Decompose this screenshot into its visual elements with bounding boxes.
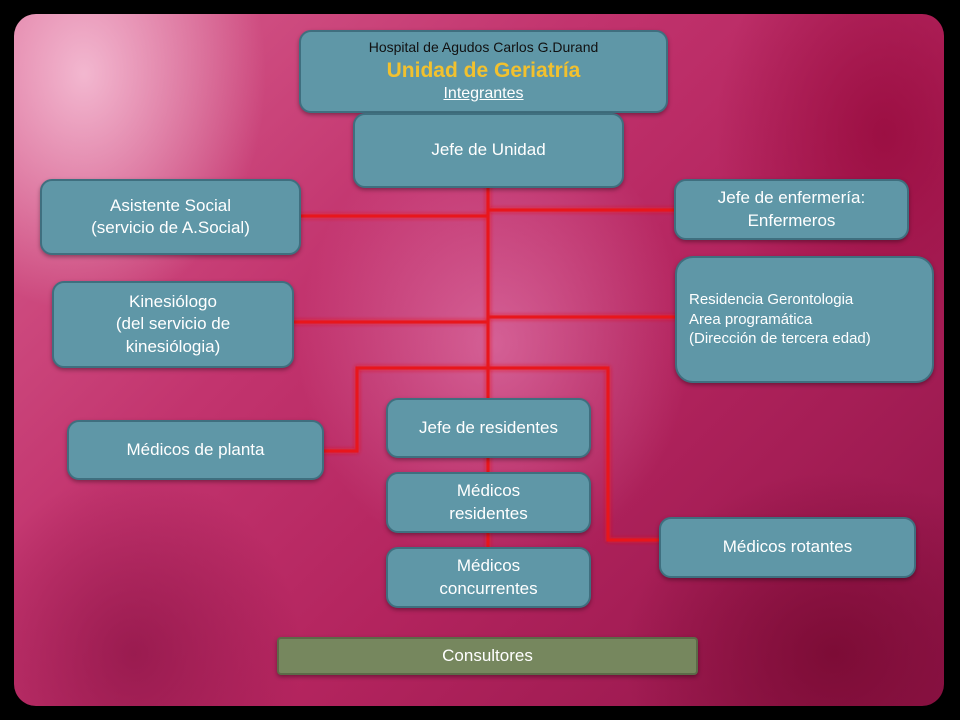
node-residencia-line1: Residencia Gerontologia <box>689 291 854 309</box>
subtitle: Integrantes <box>443 84 524 102</box>
node-medicos-residentes-line2: residentes <box>449 503 528 523</box>
node-jefe-enfermeria: Jefe de enfermería: Enfermeros <box>674 179 909 240</box>
node-medicos-planta: Médicos de planta <box>67 420 324 480</box>
node-jefe-enfermeria-line2: Enfermeros <box>747 210 836 230</box>
node-jefe-residentes-label: Jefe de residentes <box>419 417 558 437</box>
node-asistente-social: Asistente Social (servicio de A.Social) <box>40 179 301 255</box>
node-medicos-concurrentes: Médicos concurrentes <box>386 547 591 608</box>
node-medicos-residentes-line1: Médicos <box>456 481 521 501</box>
node-asistente-social-line1: Asistente Social <box>110 195 231 215</box>
title-box: Hospital de Agudos Carlos G.Durand Unida… <box>299 30 668 113</box>
unit-title: Unidad de Geriatría <box>386 58 581 82</box>
node-kinesiologo-line1: Kinesiólogo <box>129 292 217 312</box>
node-kinesiologo-line2: (del servicio de <box>115 314 231 334</box>
node-residencia: Residencia Gerontologia Area programátic… <box>675 256 934 383</box>
node-jefe-unidad-label: Jefe de Unidad <box>431 140 546 160</box>
node-residencia-line2: Area programática <box>689 310 813 328</box>
node-medicos-planta-label: Médicos de planta <box>126 439 265 459</box>
node-consultores: Consultores <box>277 637 698 675</box>
node-asistente-social-line2: (servicio de A.Social) <box>91 218 250 237</box>
node-medicos-rotantes-label: Médicos rotantes <box>722 537 853 557</box>
node-medicos-concurrentes-line1: Médicos <box>456 556 521 576</box>
node-consultores-label: Consultores <box>442 645 533 665</box>
node-jefe-unidad: Jefe de Unidad <box>353 113 624 188</box>
node-kinesiologo: Kinesiólogo (del servicio de kinesiólogi… <box>52 281 294 368</box>
node-medicos-concurrentes-line2: concurrentes <box>439 578 538 598</box>
node-jefe-residentes: Jefe de residentes <box>386 398 591 458</box>
connector-medicos-planta <box>322 366 660 542</box>
node-medicos-rotantes: Médicos rotantes <box>659 517 916 578</box>
hospital-name: Hospital de Agudos Carlos G.Durand <box>368 39 599 56</box>
node-residencia-line3: (Dirección de tercera edad) <box>689 330 871 348</box>
node-jefe-enfermeria-line1: Jefe de enfermería: <box>717 188 866 208</box>
node-medicos-residentes: Médicos residentes <box>386 472 591 533</box>
node-kinesiologo-line3: kinesiólogia) <box>125 336 221 356</box>
